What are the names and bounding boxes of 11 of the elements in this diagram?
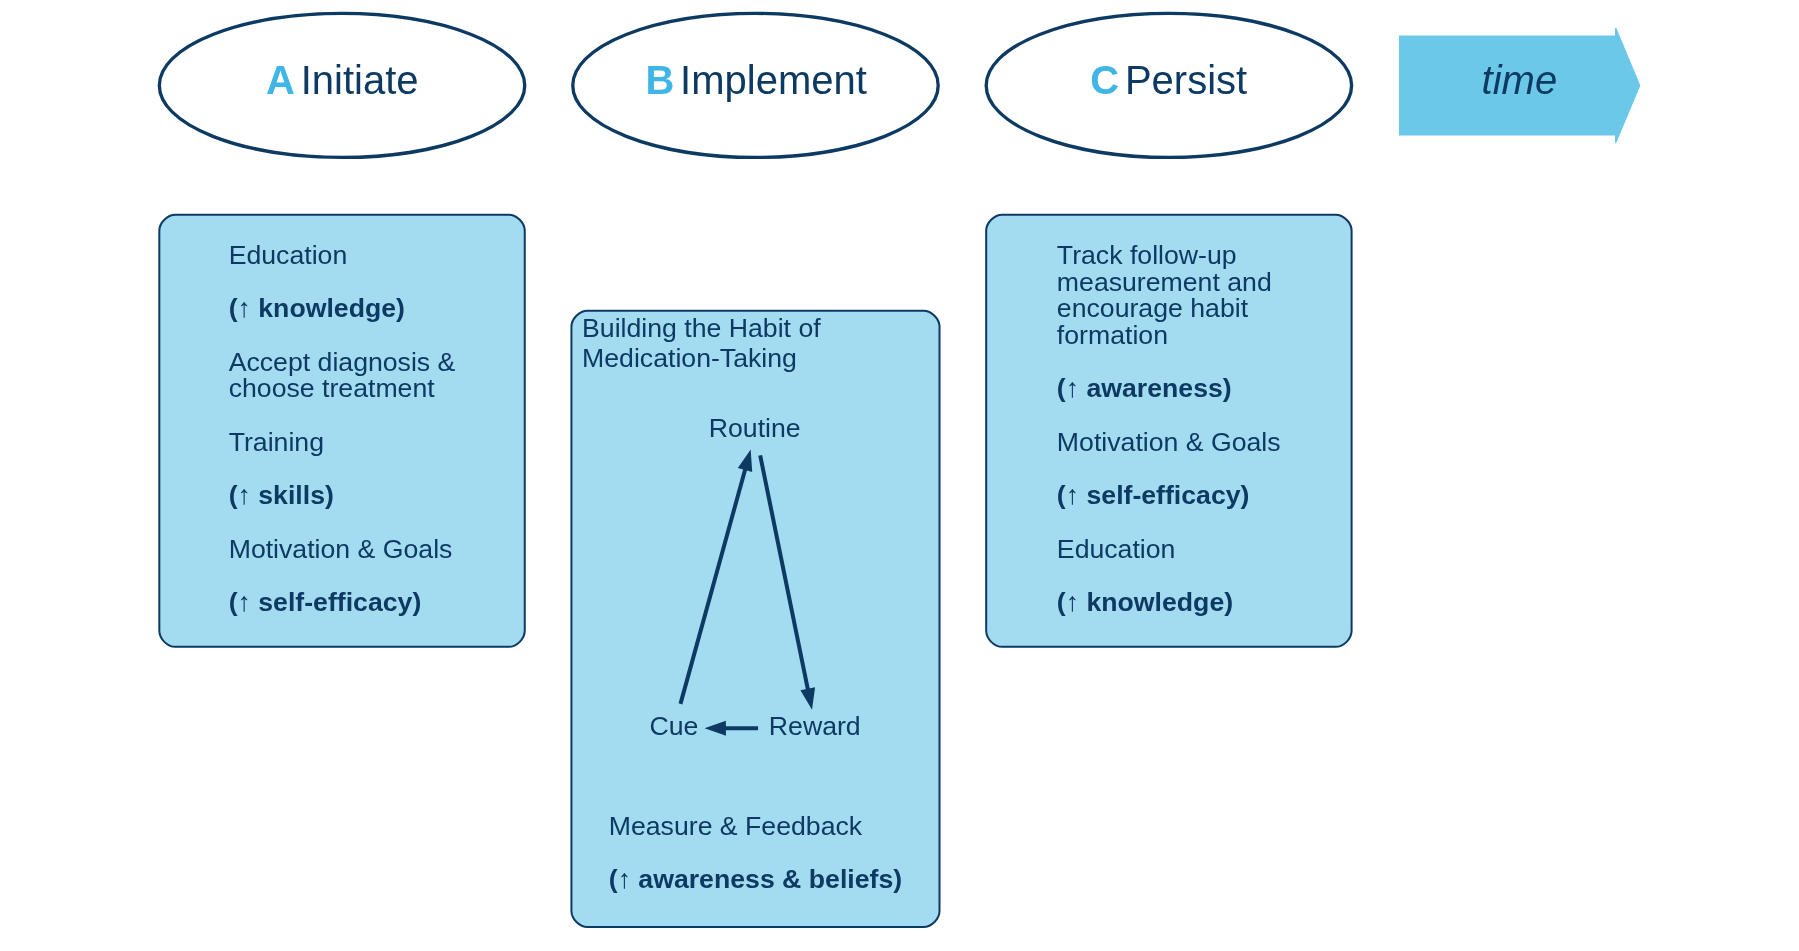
arrow	[758, 454, 816, 710]
node-box: Track follow-up measurement and encourage habit formation (↑ awareness) Motivation & Goals (↑ self-efficacy) Education (↑ knowledge)	[985, 213, 1353, 648]
arrow	[704, 720, 759, 736]
arrow	[678, 449, 753, 705]
node-box: Education (↑ knowledge) Accept diagnosis & choose treatment Training (↑ skills) Motivation & Goals (↑ self-efficacy)	[158, 213, 526, 648]
node-text: Cue	[649, 710, 699, 741]
node-text: Routine	[708, 413, 801, 444]
node-ellipse: B Implement	[571, 11, 940, 160]
node-ellipse: A Initiate	[157, 11, 527, 160]
node-ellipse: C Persist	[984, 11, 1354, 160]
node-text: Reward	[768, 710, 861, 741]
